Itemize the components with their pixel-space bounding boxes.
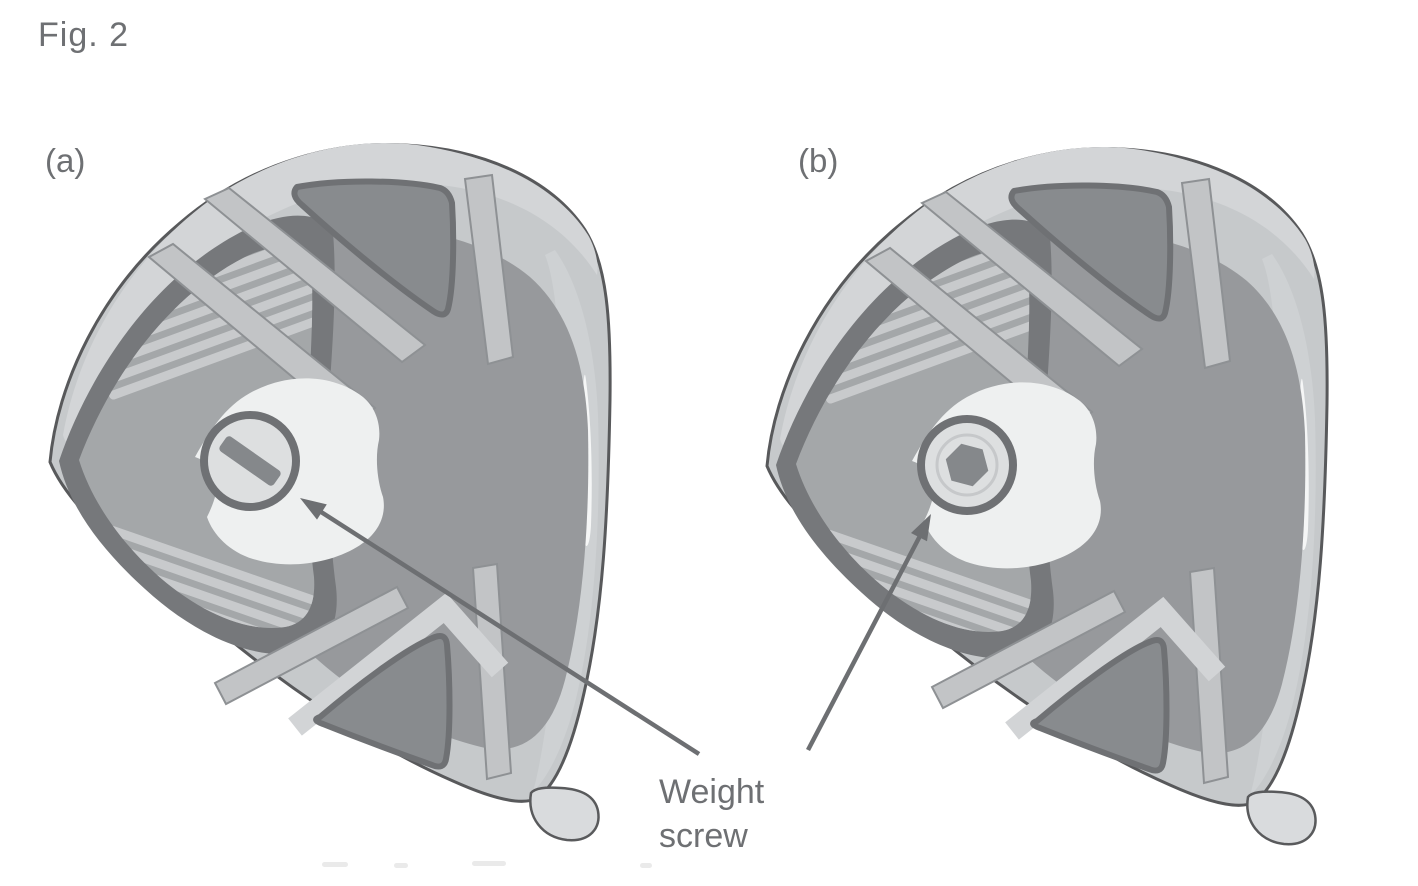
annotation-arrow-b <box>806 514 931 752</box>
panel-label-a: (a) <box>45 142 86 179</box>
panel-label-b: (b) <box>798 142 839 179</box>
annotation-arrow-a <box>300 498 701 756</box>
slotted-screw-icon <box>219 436 281 486</box>
hex-screw-icon <box>935 433 999 497</box>
driver-sole-b <box>767 147 1327 844</box>
cropped-caption-remnant <box>322 861 652 868</box>
figure-number-label: Fig. 2 <box>38 16 130 54</box>
driver-sole-a <box>50 143 610 840</box>
weight-screw-label-line1: Weight <box>659 773 765 811</box>
weight-screw-label: Weight screw <box>659 770 764 858</box>
weight-screw-label-line2: screw <box>659 817 748 855</box>
